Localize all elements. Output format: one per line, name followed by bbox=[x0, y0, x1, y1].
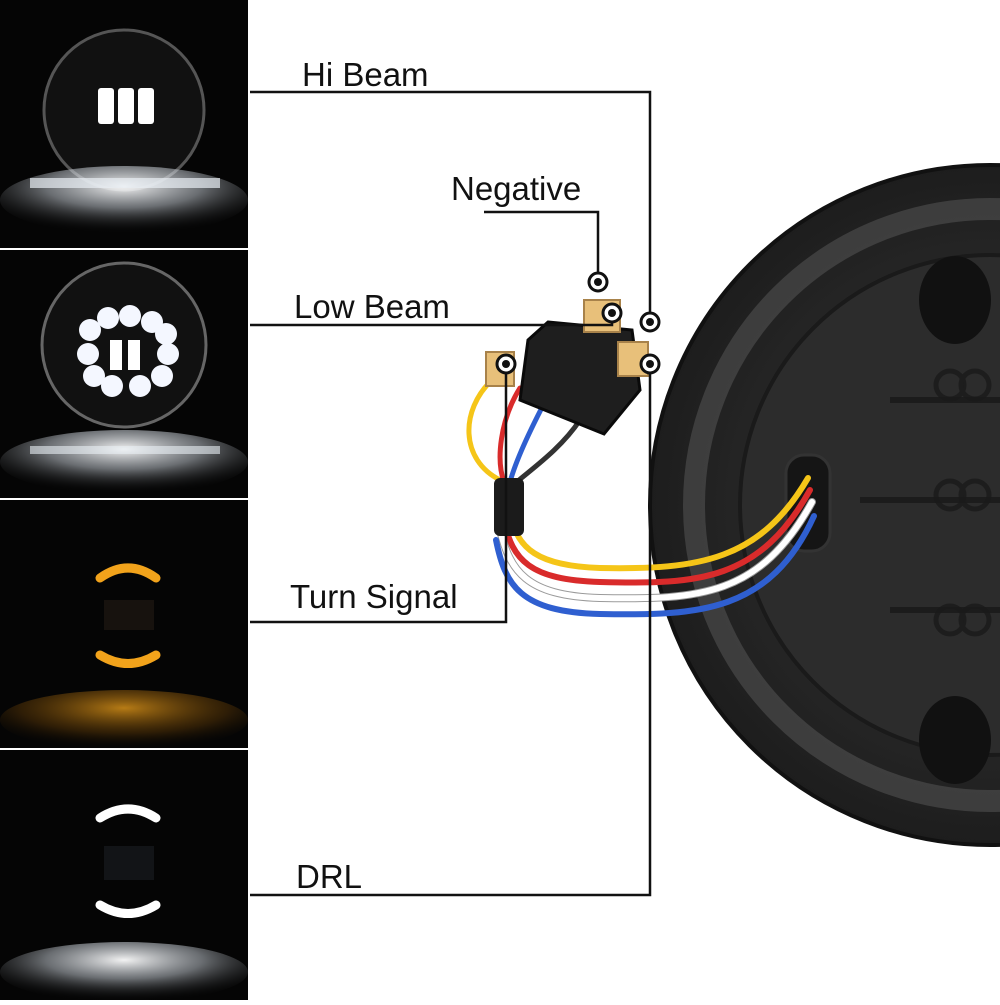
panel-turn-signal bbox=[0, 500, 248, 750]
amber-led-bar bbox=[95, 563, 161, 583]
light-beam bbox=[0, 430, 248, 494]
label-turn-signal: Turn Signal bbox=[290, 578, 458, 615]
led-ring bbox=[77, 305, 179, 397]
light-beam bbox=[0, 942, 248, 1002]
heat-shrink-sleeve bbox=[494, 478, 524, 536]
adjuster-knob bbox=[919, 256, 991, 344]
wire-blue bbox=[493, 513, 817, 618]
wire-red bbox=[501, 487, 813, 586]
headlight-housing bbox=[40, 261, 208, 429]
adjuster-knob bbox=[919, 696, 991, 784]
panel-low-beam bbox=[0, 250, 248, 498]
label-negative: Negative bbox=[451, 170, 582, 207]
callout-markers bbox=[495, 271, 661, 375]
led-chip bbox=[138, 88, 154, 124]
drl-led-bar bbox=[95, 900, 161, 918]
light-beam bbox=[0, 690, 248, 750]
led-chip bbox=[98, 88, 114, 124]
amber-led-bar bbox=[95, 650, 161, 668]
light-beam bbox=[0, 166, 248, 234]
label-low-beam: Low Beam bbox=[294, 288, 450, 325]
wire-yellow bbox=[507, 475, 811, 572]
wire-white bbox=[497, 499, 815, 602]
headlight-back-housing bbox=[648, 163, 1000, 847]
callout-lines bbox=[250, 90, 652, 897]
led-chip bbox=[118, 88, 134, 124]
drl-led-bar bbox=[95, 804, 161, 823]
label-hi-beam: Hi Beam bbox=[302, 56, 429, 93]
panel-hi-beam bbox=[0, 0, 248, 248]
label-drl: DRL bbox=[296, 858, 363, 895]
panel-drl bbox=[0, 750, 248, 1002]
wire-harness bbox=[466, 377, 817, 618]
